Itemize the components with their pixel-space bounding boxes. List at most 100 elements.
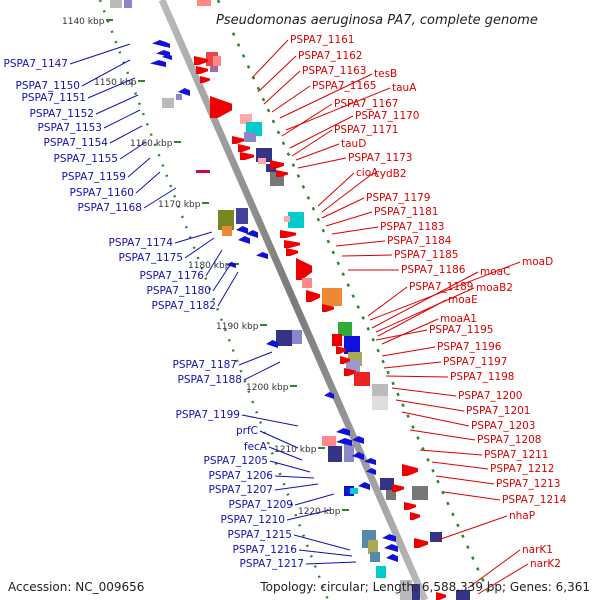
gene-feature[interactable] <box>258 158 266 164</box>
gene-feature[interactable] <box>210 66 218 72</box>
gene-feature[interactable] <box>284 216 290 222</box>
gene-arrow-forward[interactable] <box>436 592 446 600</box>
gene-feature[interactable] <box>376 566 386 578</box>
gene-label-reverse[interactable]: PSPA7_1199 <box>176 409 241 421</box>
gene-feature[interactable] <box>328 446 342 462</box>
gene-label-forward[interactable]: PSPA7_1170 <box>355 110 420 122</box>
gene-label-reverse[interactable]: PSPA7_1216 <box>233 544 298 556</box>
gene-feature[interactable] <box>386 490 396 500</box>
gene-feature[interactable] <box>176 94 182 100</box>
gene-arrow-reverse[interactable] <box>366 468 376 475</box>
gene-feature[interactable] <box>332 334 342 346</box>
gene-feature[interactable] <box>302 278 312 288</box>
gene-label-forward[interactable]: PSPA7_1189 <box>409 281 474 293</box>
gene-label-forward[interactable]: PSPA7_1165 <box>312 80 377 92</box>
gene-arrow-forward[interactable] <box>402 464 418 476</box>
gene-arrow-reverse[interactable] <box>358 482 370 490</box>
gene-label-reverse[interactable]: PSPA7_1210 <box>221 514 286 526</box>
gene-arrow-reverse[interactable] <box>352 452 364 460</box>
gene-label-forward[interactable]: PSPA7_1181 <box>374 206 439 218</box>
gene-label-reverse[interactable]: PSPA7_1176 <box>140 270 205 282</box>
gene-arrow-forward[interactable] <box>286 248 298 256</box>
gene-label-reverse[interactable]: PSPA7_1209 <box>229 499 294 511</box>
gene-arrow-forward[interactable] <box>194 56 208 65</box>
gene-feature[interactable] <box>222 226 232 236</box>
gene-arrow-forward[interactable] <box>280 230 296 238</box>
gene-label-forward[interactable]: PSPA7_1214 <box>502 494 567 506</box>
gene-arrow-reverse[interactable] <box>336 438 352 446</box>
gene-label-forward[interactable]: PSPA7_1213 <box>496 478 561 490</box>
gene-label-forward[interactable]: PSPA7_1198 <box>450 371 515 383</box>
gene-feature[interactable] <box>372 384 388 396</box>
gene-label-forward[interactable]: cioA <box>356 167 379 179</box>
gene-label-forward[interactable]: PSPA7_1203 <box>471 420 536 432</box>
gene-feature[interactable] <box>344 336 360 354</box>
gene-label-forward[interactable]: PSPA7_1212 <box>490 463 555 475</box>
gene-arrow-forward[interactable] <box>306 290 320 302</box>
gene-feature[interactable] <box>244 132 256 142</box>
gene-label-forward[interactable]: PSPA7_1173 <box>348 152 413 164</box>
gene-arrow-reverse[interactable] <box>160 42 170 48</box>
gene-label-reverse[interactable]: PSPA7_1147 <box>4 58 69 70</box>
gene-arrow-reverse[interactable] <box>246 230 258 238</box>
gene-label-reverse[interactable]: PSPA7_1215 <box>228 529 293 541</box>
gene-arrow-reverse[interactable] <box>226 262 236 268</box>
gene-arrow-forward[interactable] <box>414 538 428 548</box>
gene-arrow-forward[interactable] <box>404 502 416 510</box>
gene-label-forward[interactable]: moaB2 <box>476 282 513 294</box>
gene-label-forward[interactable]: moaA1 <box>440 313 477 325</box>
gene-label-forward[interactable]: tauD <box>341 138 366 150</box>
gene-feature[interactable] <box>412 486 428 500</box>
gene-feature[interactable] <box>197 0 211 6</box>
gene-label-reverse[interactable]: PSPA7_1175 <box>119 252 184 264</box>
gene-arrow-forward[interactable] <box>240 152 254 160</box>
gene-arrow-forward[interactable] <box>344 368 356 376</box>
gene-label-reverse[interactable]: PSPA7_1159 <box>62 171 127 183</box>
gene-arrow-reverse[interactable] <box>256 252 268 259</box>
gene-label-forward[interactable]: PSPA7_1186 <box>401 264 466 276</box>
gene-feature[interactable] <box>322 288 342 306</box>
gene-label-reverse[interactable]: PSPA7_1180 <box>147 285 212 297</box>
gene-label-forward[interactable]: PSPA7_1195 <box>429 324 494 336</box>
gene-label-forward[interactable]: PSPA7_1163 <box>302 65 367 77</box>
gene-feature[interactable] <box>288 212 304 228</box>
gene-arrow-forward[interactable] <box>270 160 284 169</box>
gene-label-forward[interactable]: PSPA7_1171 <box>334 124 399 136</box>
gene-arrow-reverse[interactable] <box>386 554 398 562</box>
gene-feature[interactable] <box>372 396 388 410</box>
gene-arrow-forward[interactable] <box>284 240 300 248</box>
gene-label-forward[interactable]: PSPA7_1162 <box>298 50 363 62</box>
gene-label-forward[interactable]: moaD <box>522 256 553 268</box>
gene-arrow-reverse[interactable] <box>324 392 334 399</box>
gene-feature[interactable] <box>368 540 378 554</box>
gene-label-reverse[interactable]: PSPA7_1155 <box>54 153 119 165</box>
gene-arrow-reverse[interactable] <box>336 428 350 436</box>
gene-feature[interactable] <box>110 0 122 8</box>
gene-arrow-forward[interactable] <box>238 144 250 152</box>
gene-label-reverse[interactable]: prfC <box>236 425 258 437</box>
gene-label-forward[interactable]: PSPA7_1211 <box>484 449 549 461</box>
gene-feature[interactable] <box>236 208 248 224</box>
gene-label-forward[interactable]: PSPA7_1197 <box>443 356 508 368</box>
gene-label-reverse[interactable]: fecA <box>244 441 268 453</box>
gene-label-reverse[interactable]: PSPA7_1150 <box>16 80 81 92</box>
gene-feature[interactable] <box>430 532 442 542</box>
gene-arrow-reverse[interactable] <box>150 60 166 67</box>
gene-feature[interactable] <box>456 590 470 600</box>
gene-arrow-reverse[interactable] <box>178 88 190 96</box>
gene-arrow-reverse[interactable] <box>162 54 172 60</box>
gene-label-forward[interactable]: moaC <box>480 266 510 278</box>
gene-arrow-reverse[interactable] <box>266 340 278 348</box>
gene-arrow-reverse[interactable] <box>352 436 364 444</box>
gene-label-reverse[interactable]: PSPA7_1153 <box>38 122 103 134</box>
gene-feature[interactable] <box>412 584 420 600</box>
gene-feature[interactable] <box>292 330 302 344</box>
gene-feature[interactable] <box>276 330 292 346</box>
gene-label-forward[interactable]: cydB2 <box>374 168 407 180</box>
gene-label-forward[interactable]: PSPA7_1208 <box>477 434 542 446</box>
gene-label-forward[interactable]: PSPA7_1185 <box>394 249 459 261</box>
gene-label-reverse[interactable]: PSPA7_1187 <box>173 359 238 371</box>
gene-label-forward[interactable]: PSPA7_1167 <box>334 98 399 110</box>
gene-label-reverse[interactable]: PSPA7_1217 <box>240 558 305 570</box>
gene-feature[interactable] <box>346 360 360 372</box>
